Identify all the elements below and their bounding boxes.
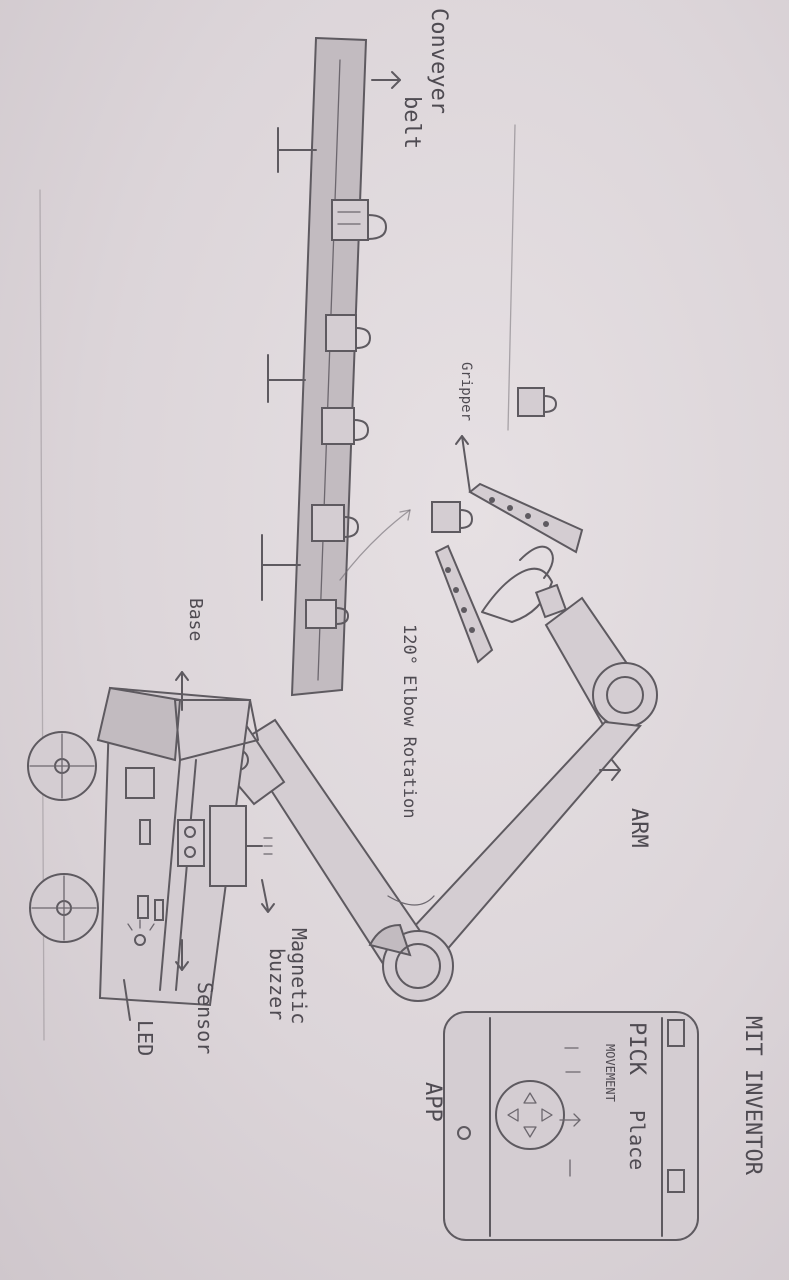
mit-inventor-label: MIT INVENTOR	[740, 1016, 765, 1176]
belt-box	[322, 408, 368, 444]
sensor-label: Sensor	[193, 982, 217, 1054]
elbow-rotation-label: 120° Elbow Rotation	[399, 624, 419, 818]
belt-box	[326, 315, 370, 351]
lifted-box	[518, 388, 556, 416]
dpad-control	[496, 1081, 564, 1149]
app-phone	[444, 1012, 698, 1240]
base-label: Base	[185, 598, 206, 641]
app-movement-label: MOVEMENT	[603, 1044, 617, 1102]
arm-label: ARM	[626, 808, 651, 848]
belt-box	[332, 200, 386, 240]
gripper-label: Gripper	[458, 362, 474, 421]
paper-guide-line	[508, 125, 515, 430]
belt-box	[312, 505, 358, 541]
conveyor-belt	[262, 38, 400, 695]
conveyor-label-line2: belt	[399, 96, 424, 149]
conveyor-label-line1: Conveyer	[426, 8, 451, 114]
robot-arm	[200, 598, 657, 1001]
app-pick-label: PICK	[624, 1022, 649, 1076]
app-label: APP	[420, 1082, 445, 1122]
buzzer-label-line1: Magnetic	[287, 928, 311, 1024]
buzzer-label-line2: buzzer	[265, 948, 289, 1020]
led-label: LED	[133, 1020, 157, 1056]
app-place-label: Place	[625, 1110, 649, 1170]
